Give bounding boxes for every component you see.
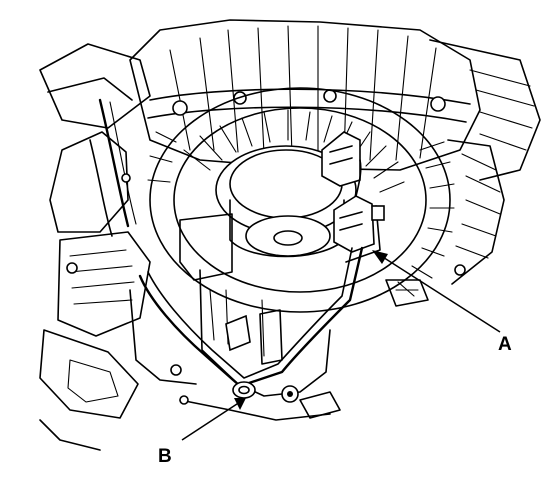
callout-a-label: A xyxy=(498,334,512,355)
lower-hose-assembly xyxy=(129,246,364,421)
upper-housing xyxy=(129,19,541,181)
blower-housing-ring xyxy=(147,87,505,313)
callout-b-arrowhead xyxy=(234,398,246,410)
callout-b: B xyxy=(158,398,246,467)
callout-a-leader xyxy=(377,253,501,333)
connector-assembly xyxy=(321,131,385,253)
blower-motor xyxy=(179,109,405,281)
callout-a-arrowhead xyxy=(372,250,388,264)
callout-b-leader xyxy=(181,401,241,441)
callout-a: A xyxy=(372,250,512,355)
left-bracket-assembly xyxy=(39,43,151,451)
callout-b-label: B xyxy=(158,446,172,467)
